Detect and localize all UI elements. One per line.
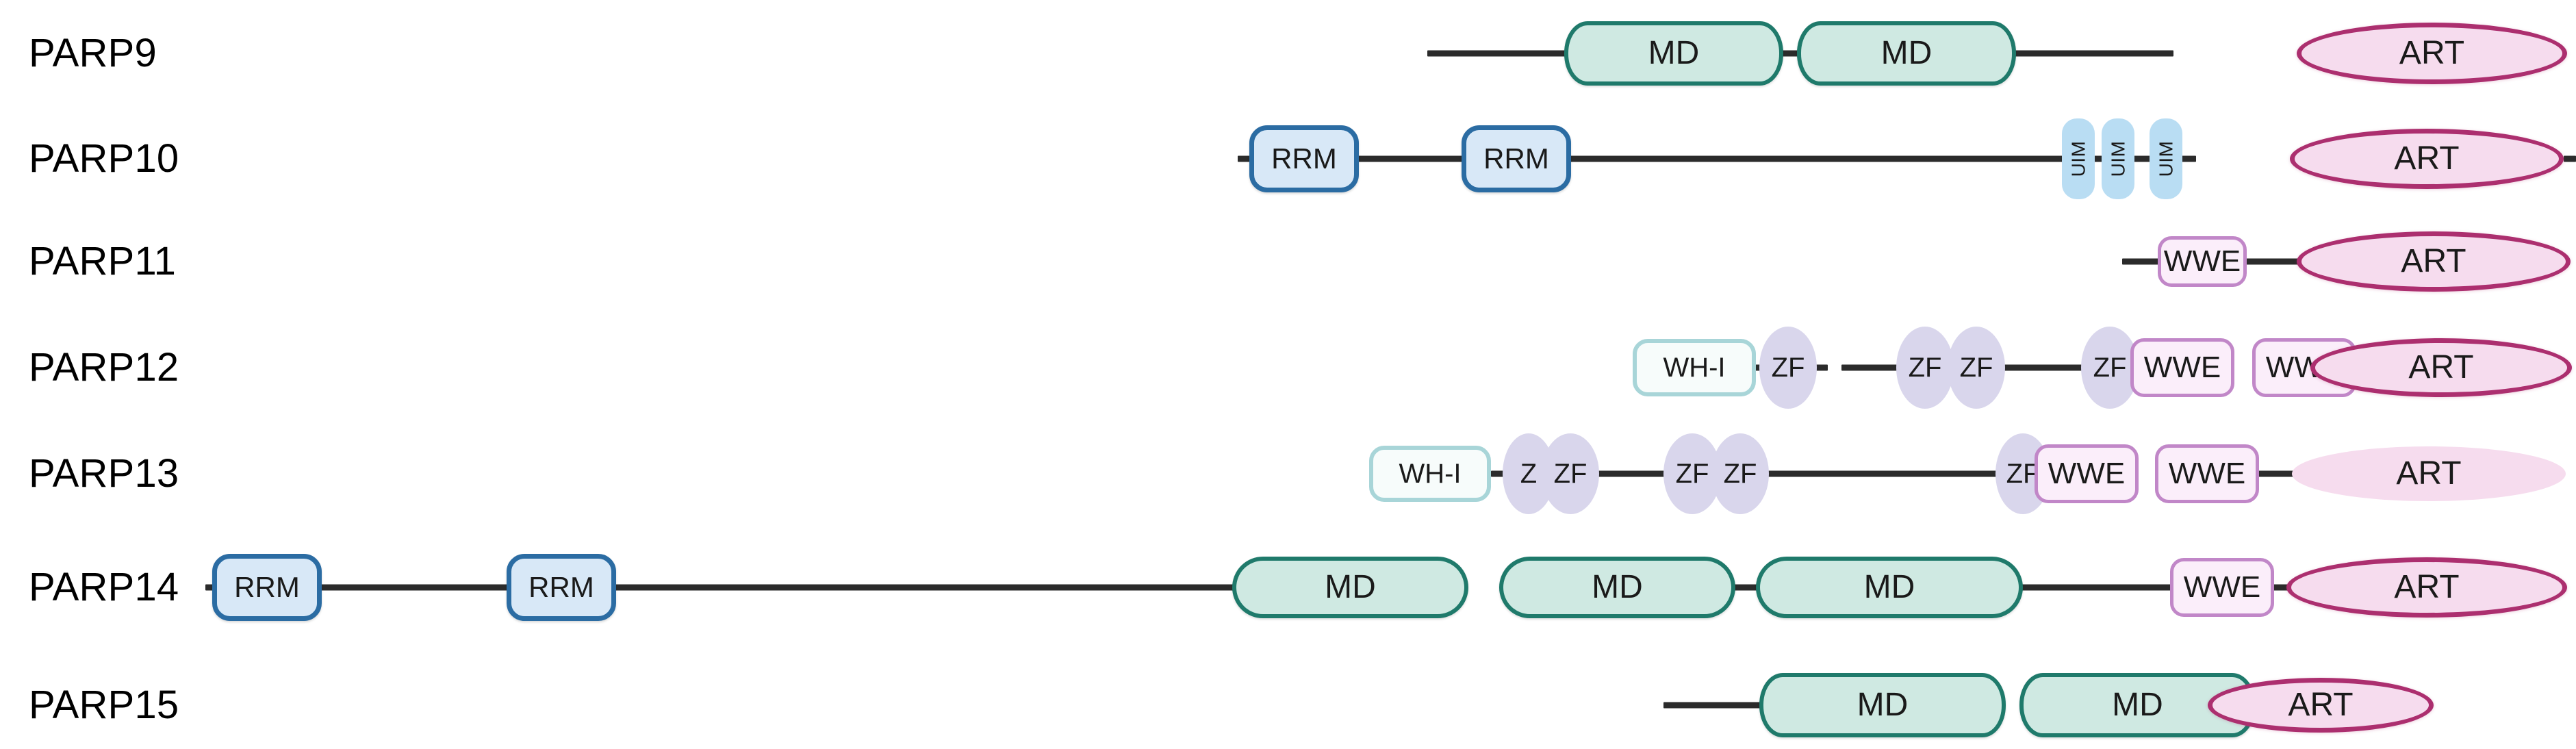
domain-label: WWE [2183,570,2261,604]
domain-label: MD [1592,569,1643,605]
protein-backbone-line [2259,584,2292,591]
domain-label: ART [2394,569,2460,605]
domain-label: RRM [528,571,594,603]
domain-label: ART [2399,35,2465,71]
protein-backbone-line [1732,470,2009,477]
protein-backbone-line [2013,584,2177,591]
domain-md[interactable]: MD [1232,557,1468,618]
domain-label: ZF [1553,459,1587,489]
protein-name-label: PARP9 [29,31,157,75]
domain-zf[interactable]: ZF [1896,327,1954,409]
domain-zf[interactable]: ZF [1759,327,1817,409]
protein-backbone-line [602,584,1239,591]
protein-backbone-line [1841,364,1907,371]
domain-md[interactable]: MD [1756,557,2023,618]
protein-name-label: PARP14 [29,565,179,609]
protein-backbone-line [1985,364,2088,371]
protein-backbone-line [1238,155,2196,162]
domain-art[interactable]: ART [2292,446,2566,501]
domain-label: WH-I [1399,459,1462,489]
domain-rrm[interactable]: RRM [507,554,616,621]
domain-label: ART [2396,455,2462,492]
domain-uim[interactable]: UIM [2102,118,2134,199]
domain-wh-i[interactable]: WH-I [1633,339,1756,396]
domain-label: ZF [1675,459,1709,489]
domain-wwe[interactable]: WWE [2130,338,2234,397]
domain-md[interactable]: MD [1564,21,1783,86]
domain-art[interactable]: ART [2297,23,2567,84]
domain-label: ART [2288,687,2354,723]
domain-label: UIM [2155,140,2177,177]
domain-zf[interactable]: ZF [1542,433,1599,514]
protein-backbone-line [2122,258,2163,265]
domain-art[interactable]: ART [2310,338,2572,397]
domain-label: RRM [1271,142,1337,175]
domain-label: RRM [1483,142,1549,175]
domain-label: WWE [2163,244,2241,278]
protein-backbone-line [1732,584,1761,591]
domain-label: UIM [2107,140,2129,177]
domain-wwe[interactable]: WWE [2035,444,2139,503]
protein-backbone-line [1491,470,1510,477]
domain-label: ART [2401,243,2466,279]
domain-md[interactable]: MD [1797,21,2016,86]
protein-backbone-line [2242,258,2300,265]
domain-art[interactable]: ART [2208,678,2434,733]
domain-rrm[interactable]: RRM [1462,125,1571,192]
protein-name-label: PARP12 [29,345,179,390]
domain-label: MD [1857,687,1909,723]
domain-label: ART [2408,349,2474,385]
domain-label: Z [1520,459,1538,489]
domain-uim[interactable]: UIM [2150,118,2182,199]
domain-label: WWE [2048,457,2126,490]
domain-label: ZF [1771,353,1805,383]
domain-art[interactable]: ART [2297,231,2571,292]
domain-zf[interactable]: ZF [1948,327,2005,409]
protein-name-label: PARP10 [29,136,179,181]
domain-wwe[interactable]: WWE [2155,444,2259,503]
protein-name-label: PARP13 [29,451,179,496]
protein-name-label: PARP15 [29,683,179,727]
domain-label: ZF [1723,459,1757,489]
domain-label: WWE [2143,351,2221,384]
domain-wwe[interactable]: WWE [2170,558,2274,617]
protein-backbone-line [2252,470,2297,477]
domain-label: UIM [2067,140,2089,177]
domain-rrm[interactable]: RRM [1249,125,1359,192]
domain-label: MD [1880,35,1933,71]
domain-label: MD [1863,569,1915,605]
domain-label: MD [1325,569,1376,605]
domain-rrm[interactable]: RRM [212,554,322,621]
domain-label: WWE [2168,457,2246,490]
domain-wwe[interactable]: WWE [2158,236,2247,287]
protein-backbone-line [2564,155,2576,162]
domain-art[interactable]: ART [2286,557,2567,618]
domain-label: ZF [2006,459,2040,489]
protein-name-label: PARP11 [29,239,177,283]
domain-label: ZF [2093,353,2127,383]
domain-label: MD [1648,35,1700,71]
domain-label: MD [2112,687,2163,723]
domain-md[interactable]: MD [1499,557,1735,618]
domain-z[interactable]: Z [1503,433,1555,514]
domain-md[interactable]: MD [1759,673,2006,737]
domain-label: RRM [234,571,300,603]
domain-label: ZF [1959,353,1993,383]
domain-zf[interactable]: ZF [1711,433,1769,514]
protein-backbone-line [308,584,510,591]
domain-uim[interactable]: UIM [2062,118,2095,199]
domain-label: ZF [1908,353,1942,383]
domain-zf[interactable]: ZF [2081,327,2139,409]
domain-wh-i[interactable]: WH-I [1369,446,1491,502]
protein-backbone-line [1663,702,1763,709]
domain-art[interactable]: ART [2290,129,2564,189]
protein-backbone-line [1595,470,1670,477]
domain-label: ART [2394,140,2460,177]
domain-label: WH-I [1663,353,1726,383]
